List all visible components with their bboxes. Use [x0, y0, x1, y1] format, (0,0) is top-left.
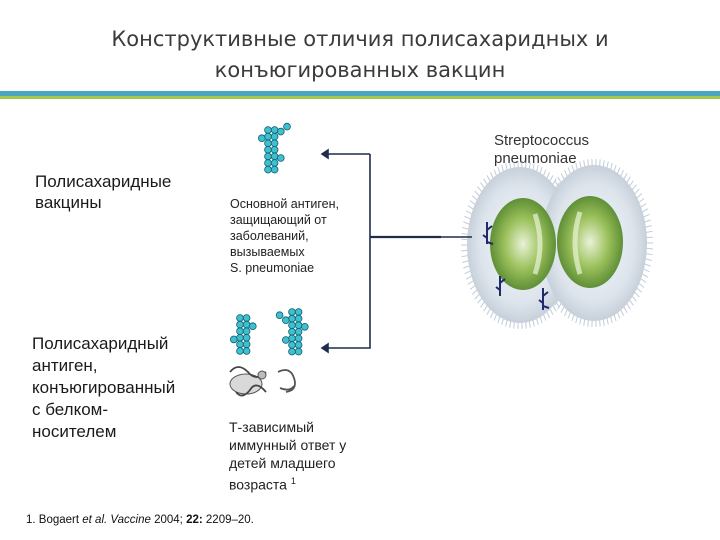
t-dependent-note: Т-зависимый иммунный ответ у детей младш…: [229, 419, 347, 493]
page-title: Конструктивные отличия полисахаридных и …: [40, 24, 680, 86]
title-line-1: Конструктивные отличия полисахаридных и: [111, 27, 609, 51]
bacterium-image: [461, 159, 653, 329]
conjugate-antigen-label: Полисахаридный антиген, конъюгированный …: [32, 334, 176, 441]
title-rule-blue: [0, 91, 720, 96]
footnote-marker: 1: [290, 476, 296, 486]
carrier-protein-icon: [229, 366, 296, 397]
polysaccharide-chain-icon: [257, 122, 291, 174]
polysaccharide-chain-icon: [482, 222, 550, 310]
main-antigen-note: Основной антиген, защищающий от заболева…: [230, 197, 339, 275]
polysaccharide-chain-icon: [275, 308, 309, 356]
title-line-2: конъюгированных вакцин: [214, 58, 506, 82]
reference-citation: 1. Bogaert et al. Vaccine 2004; 22: 2209…: [26, 514, 254, 526]
polysaccharide-chain-icon: [230, 314, 257, 355]
polysaccharide-vaccines-label: Полисахаридные вакцины: [35, 172, 172, 212]
species-label: Streptococcus pneumoniae: [494, 132, 590, 167]
title-rule-green: [0, 96, 720, 99]
arrow-icon: [320, 148, 472, 354]
